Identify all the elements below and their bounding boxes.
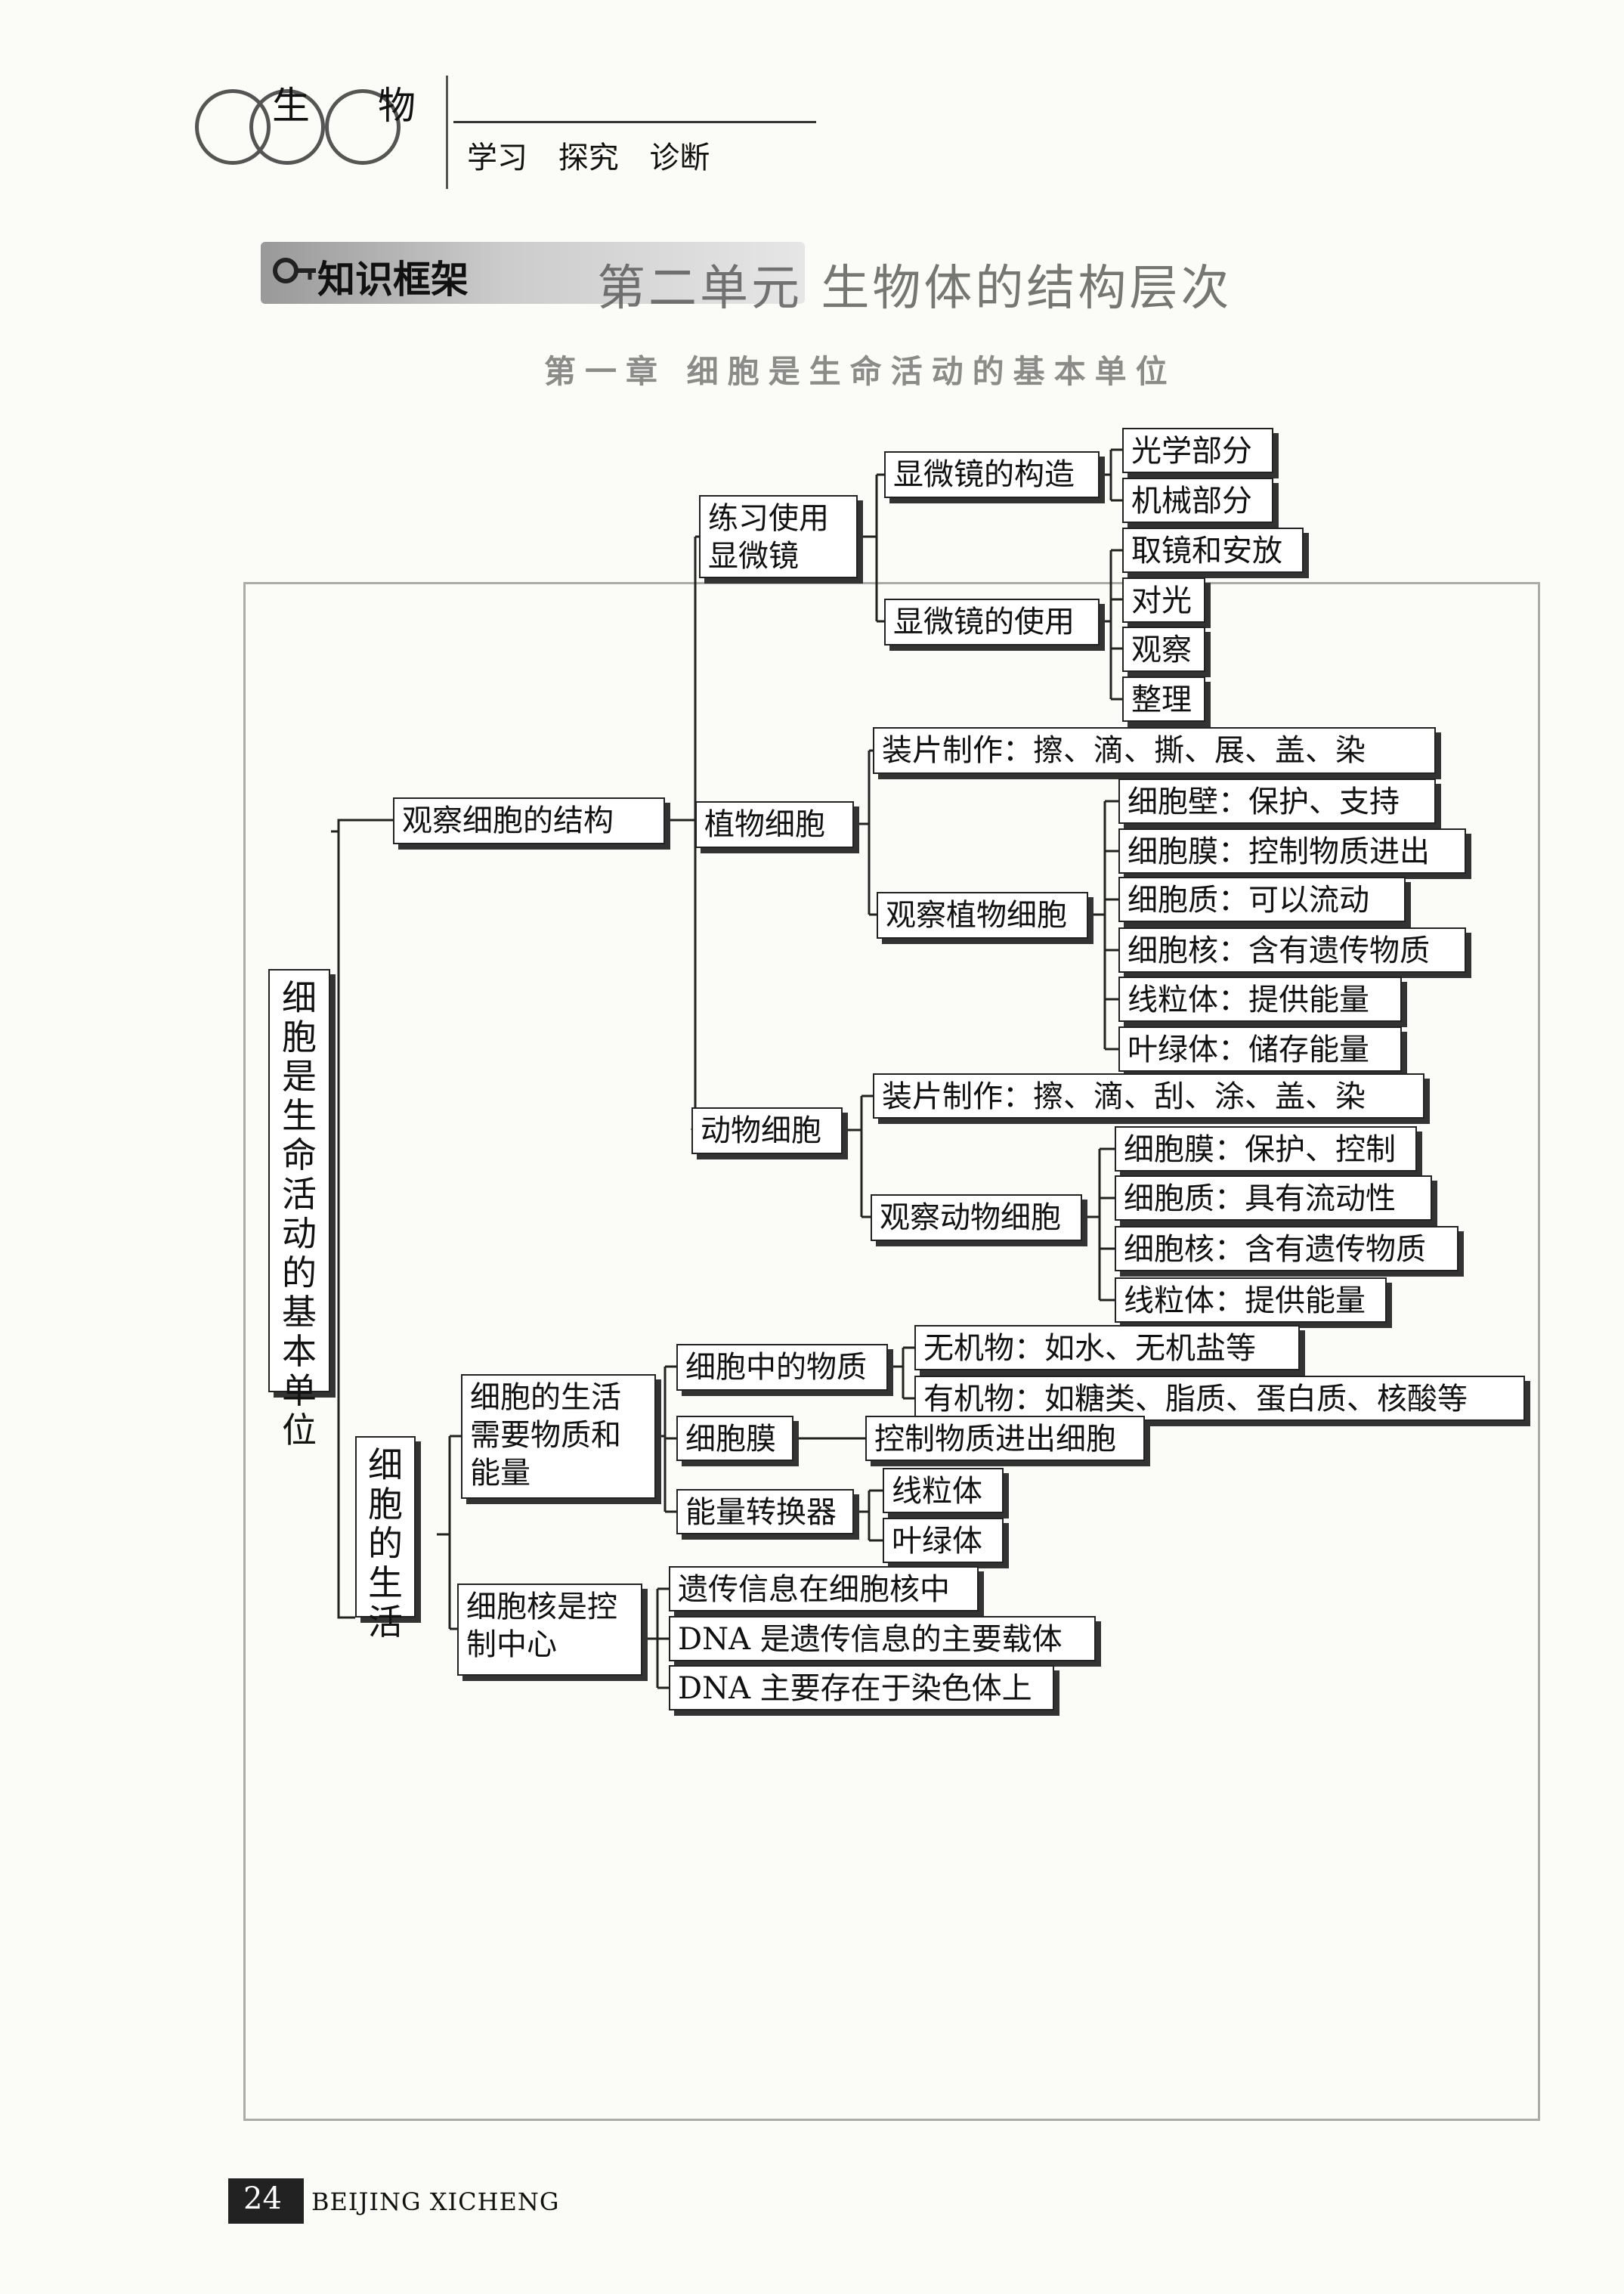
cell-life-node: 细胞的生活 — [355, 1436, 416, 1642]
energy-converter-node: 能量转换器 — [676, 1489, 854, 1534]
take-and-place-node: 取镜和安放 — [1122, 528, 1304, 573]
genetic-info-node: 遗传信息在细胞核中 — [669, 1566, 979, 1611]
header-subtitle: 学习 探究 诊断 — [467, 141, 710, 175]
unit-title: 第二单元 生物体的结构层次 — [597, 261, 1233, 317]
plant-cell-membrane-node: 细胞膜：控制物质进出 — [1118, 828, 1466, 874]
section-title: 知识框架 — [317, 258, 469, 302]
observe-plant-node: 观察植物细胞 — [877, 892, 1088, 939]
header-decoration-circle — [325, 89, 401, 165]
header-decoration-circle — [249, 89, 325, 165]
animal-mitochondria-node: 线粒体：提供能量 — [1115, 1277, 1387, 1323]
animal-prep-node: 装片制作：擦、滴、刮、涂、盖、染 — [873, 1073, 1424, 1119]
dna-carrier-node: DNA 是遗传信息的主要载体 — [669, 1616, 1096, 1661]
membrane-function-node: 控制物质进出细胞 — [865, 1416, 1145, 1461]
mitochondria-node: 线粒体 — [883, 1468, 1004, 1513]
subject-title: 生物 — [272, 84, 484, 128]
nucleus-control-node: 细胞核是控制中心 — [457, 1584, 642, 1676]
mechanical-part-node: 机械部分 — [1122, 478, 1273, 523]
page-number: 24 — [243, 2181, 282, 2216]
observe-structure-node: 观察细胞的结构 — [393, 797, 665, 844]
light-adjust-node: 对光 — [1122, 577, 1205, 623]
cell-needs-node: 细胞的生活需要物质和能量 — [461, 1374, 656, 1499]
key-icon — [273, 258, 316, 283]
tidy-step-node: 整理 — [1122, 676, 1205, 722]
observe-animal-node: 观察动物细胞 — [871, 1194, 1082, 1241]
observe-step-node: 观察 — [1122, 627, 1205, 672]
publisher-name: BEIJING XICHENG — [311, 2187, 560, 2216]
cell-membrane-node: 细胞膜 — [676, 1416, 793, 1461]
cell-substances-node: 细胞中的物质 — [676, 1344, 888, 1391]
plant-cell-wall-node: 细胞壁：保护、支持 — [1118, 779, 1436, 824]
background-table-frame — [243, 582, 1540, 2121]
animal-cytoplasm-node: 细胞质：具有流动性 — [1115, 1175, 1432, 1221]
section-banner — [261, 242, 805, 304]
animal-cell-node: 动物细胞 — [691, 1107, 843, 1154]
dna-chromosome-node: DNA 主要存在于染色体上 — [669, 1665, 1054, 1710]
animal-cell-membrane-node: 细胞膜：保护、控制 — [1115, 1126, 1417, 1172]
root-node: 细胞是生命活动的基本单位 — [268, 969, 330, 1450]
chapter-title: 第一章 细胞是生命活动的基本单位 — [544, 353, 1177, 390]
microscope-use-node: 显微镜的使用 — [884, 599, 1100, 645]
plant-nucleus-node: 细胞核：含有遗传物质 — [1118, 927, 1466, 973]
microscope-structure-node: 显微镜的构造 — [884, 451, 1100, 498]
optical-part-node: 光学部分 — [1122, 428, 1273, 473]
page-number-badge — [228, 2178, 304, 2224]
animal-nucleus-node: 细胞核：含有遗传物质 — [1115, 1226, 1459, 1271]
plant-chloroplast-node: 叶绿体：储存能量 — [1118, 1026, 1402, 1072]
plant-prep-node: 装片制作：擦、滴、撕、展、盖、染 — [873, 727, 1436, 774]
header-rule — [453, 121, 816, 123]
organic-node: 有机物：如糖类、脂质、蛋白质、核酸等 — [914, 1376, 1525, 1421]
chloroplast-node: 叶绿体 — [883, 1518, 1004, 1563]
practice-microscope-node: 练习使用显微镜 — [699, 495, 858, 578]
inorganic-node: 无机物：如水、无机盐等 — [914, 1325, 1300, 1370]
plant-cytoplasm-node: 细胞质：可以流动 — [1118, 877, 1406, 922]
plant-cell-node: 植物细胞 — [695, 801, 854, 848]
header-divider — [446, 76, 448, 189]
plant-mitochondria-node: 线粒体：提供能量 — [1118, 977, 1402, 1022]
